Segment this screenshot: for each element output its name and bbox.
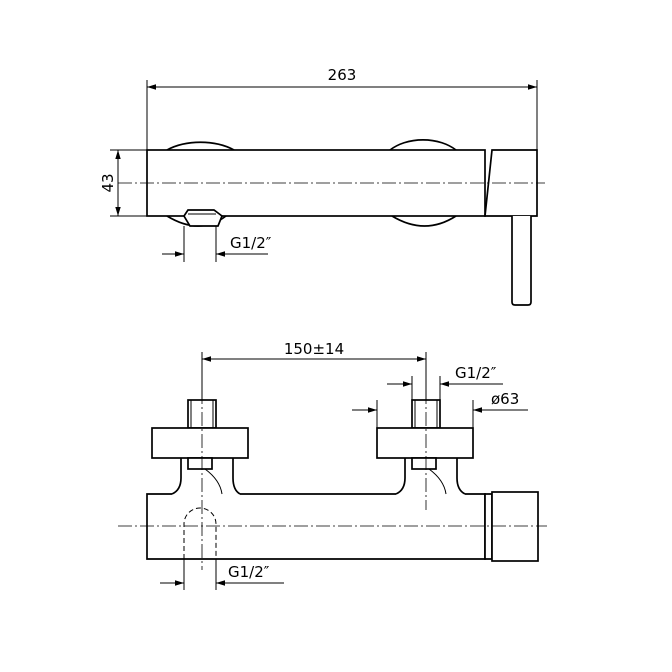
top-handle-lever [511, 216, 532, 306]
front-view: 150±14 G1/2″ ø63 G1/2″ [118, 340, 547, 590]
front-main-body [146, 493, 486, 560]
overall-length-label: 263 [328, 66, 357, 84]
top-view: 263 43 G1/2″ [99, 66, 545, 306]
right-connector-neck [395, 458, 406, 495]
front-handle-cap [491, 491, 539, 562]
front-handle-cartridge [484, 493, 493, 560]
left-connector-neck [171, 458, 182, 495]
height-dimension: 43 [99, 149, 147, 217]
flange-diameter-label: ø63 [491, 390, 519, 408]
right-wall-flange [389, 138, 457, 151]
front-outlet-thread-dimension: G1/2″ [160, 559, 284, 590]
height-label: 43 [99, 173, 117, 192]
left-flange [151, 427, 249, 459]
left-wall-flange [166, 141, 235, 151]
front-outlet-thread-label: G1/2″ [228, 563, 270, 581]
flange-diameter-dimension: ø63 [352, 390, 528, 428]
inlet-spacing-label: 150±14 [284, 340, 344, 358]
overall-length-dimension: 263 [146, 66, 538, 150]
top-outlet-thread-label: G1/2″ [230, 234, 272, 252]
left-connector-nut [187, 457, 213, 470]
front-outlet-hidden [183, 507, 217, 559]
inlet-thread-dimension: G1/2″ [387, 364, 503, 400]
right-flange [376, 427, 474, 459]
top-outlet [182, 209, 224, 227]
inlet-thread-label: G1/2″ [455, 364, 497, 382]
inlet-spacing-dimension: 150±14 [201, 340, 427, 400]
right-connector-nut [411, 457, 437, 470]
top-outlet-thread-dimension: G1/2″ [162, 226, 272, 262]
